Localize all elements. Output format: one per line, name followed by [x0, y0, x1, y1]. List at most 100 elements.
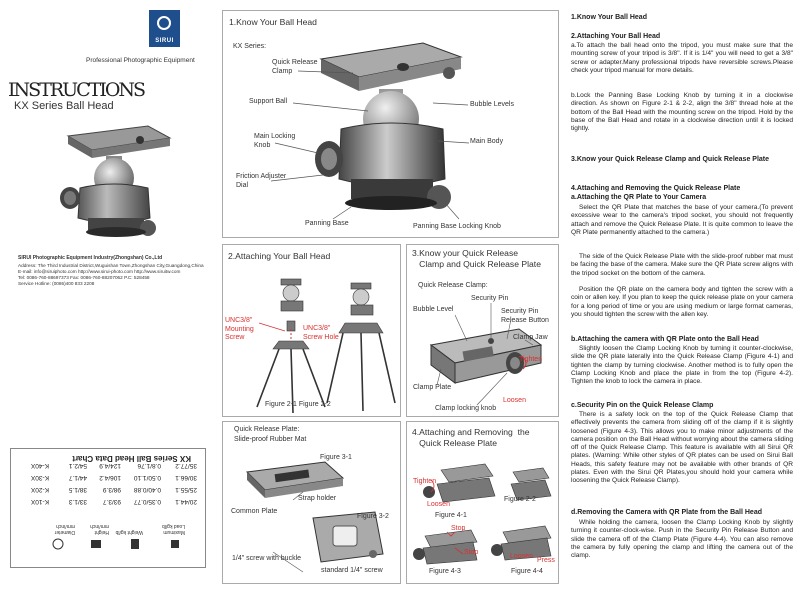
- data-chart-cell: 20/44.1: [175, 498, 197, 505]
- panel-attaching: 2.Attaching Your Ball Head UNC3/8" Mount…: [222, 244, 401, 417]
- header-height: Height mm/inch: [90, 523, 109, 535]
- tripod-diagram: [256, 278, 396, 414]
- data-chart-cell: 98/3.9: [102, 486, 121, 493]
- data-chart-table: KX Series Ball Head Data Chart Diameter …: [10, 448, 206, 568]
- label-fig31: Figure 3-1: [320, 454, 352, 461]
- instructions-heading: INSTRUCTIONS: [8, 79, 146, 101]
- label-press: Press: [537, 557, 555, 564]
- qr-plate-sublabel: Quick Release Plate:: [234, 426, 300, 433]
- label-fig32: Figure 3-2: [357, 513, 389, 520]
- label-main-body: Main Body: [470, 138, 504, 145]
- label-qr-clamp: Quick Release Clamp: [272, 59, 318, 75]
- panel-qr-clamp: 3.Know your Quick Release Clamp and Quic…: [406, 244, 559, 417]
- data-chart-row: K-30X 44/1.7 106/4.2 0.50/1.10 30/66.1: [13, 471, 201, 481]
- label-security-release-button: Security Pin Release Button: [501, 308, 549, 324]
- data-chart-cell: 93/3.7: [102, 498, 121, 505]
- data-chart-cell: 35/77.2: [175, 462, 197, 469]
- data-chart-row: K-20X 38/1.5 98/3.9 0.40/0.88 25/55.1: [13, 483, 201, 493]
- data-chart-cell: K-30X: [30, 474, 49, 481]
- label-loosen-2: Loosen: [427, 501, 450, 508]
- data-chart-cell: 44/1.7: [68, 474, 87, 481]
- series-title: KX Series Ball Head: [14, 100, 114, 112]
- data-chart-cell: 106/4.2: [99, 474, 121, 481]
- para-4c: There is a safety lock on the top of the…: [571, 411, 793, 485]
- para-4a-3: Position the QR plate on the camera body…: [571, 286, 793, 318]
- kx-series-label: KX Series:: [233, 43, 267, 50]
- data-chart-cell: 54/2.1: [68, 462, 87, 469]
- para-4a-2: The side of the Quick Release Plate with…: [571, 253, 793, 277]
- label-unc38-screw-hole: UNC3/8" Screw Hole: [303, 325, 339, 341]
- qr-plate-diagram: [245, 461, 384, 573]
- label-bubble-levels: Bubble Levels: [470, 101, 514, 108]
- label-fig44: Figure 4-4: [511, 568, 543, 575]
- label-panning-lock-knob: Panning Base Locking Knob: [413, 223, 501, 230]
- heading-attach-camera-head: b.Attaching the camera with QR Plate ont…: [571, 336, 759, 343]
- label-bubble-level: Bubble Level: [413, 306, 454, 313]
- company-hotline: Service Hotline: (0086)400 833 2208: [18, 281, 95, 286]
- panel5-title: 4.Attaching and Removing the Quick Relea…: [412, 427, 530, 448]
- para-4d: While holding the camera, loosen the Cla…: [571, 519, 793, 560]
- panel2-title: 2.Attaching Your Ball Head: [228, 251, 331, 261]
- heading-know-ball-head: 1.Know Your Ball Head: [571, 14, 647, 21]
- data-chart-cell: K-20X: [30, 486, 49, 493]
- company-phone: Tel: 0086-760-88697373 Fax: 0086-760-882…: [18, 275, 150, 280]
- panel-qr-plate: Quick Release Plate: Slide-proof Rubber …: [222, 421, 401, 584]
- data-chart-cell: K-40X: [30, 462, 49, 469]
- header-max-load: Maximum Load kg/lb: [161, 523, 185, 535]
- ball-head-diagram: [270, 42, 470, 220]
- label-fig42: Figure 2-2: [504, 496, 536, 503]
- data-chart-cell: 33/1.3: [68, 498, 87, 505]
- heading-security-pin: c.Security Pin on the Quick Release Clam…: [571, 402, 714, 409]
- label-standard-screw: standard 1/4" screw: [321, 567, 383, 574]
- qr-clamp-sublabel: Quick Release Clamp:: [418, 282, 488, 289]
- label-fig43: Figure 4-3: [429, 568, 461, 575]
- heading-qr-clamp-plate: 3.Know your Quick Release Clamp and Quic…: [571, 156, 770, 163]
- heading-attach-remove: 4.Attaching and Removing the Quick Relea…: [571, 185, 741, 192]
- label-fig41: Figure 4-1: [435, 512, 467, 519]
- header-weight: Weight kg/lb: [115, 529, 143, 535]
- data-chart-cell: 0.50/1.10: [133, 474, 161, 481]
- panel1-title: 1.Know Your Ball Head: [229, 17, 317, 27]
- label-clamp-plate: Clamp Plate: [413, 384, 452, 391]
- company-name: SIRUI Photographic Equipment Industry(Zh…: [18, 255, 163, 261]
- tagline: Professional Photographic Equipment: [86, 57, 195, 64]
- logo-mark-icon: [157, 16, 171, 30]
- instructions-text-column: 1.Know Your Ball Head 2.Attaching Your B…: [567, 0, 802, 591]
- para-4a-1: Select the QR Plate that matches the bas…: [571, 204, 793, 236]
- cover-column: SIRUI Professional Photographic Equipmen…: [0, 0, 212, 591]
- label-clamp-jaw: Clamp Jaw: [513, 334, 548, 341]
- panel3-title: 3.Know your Quick Release Clamp and Quic…: [412, 248, 541, 269]
- para-attaching-b: b.Lock the Panning Base Locking Knob by …: [571, 92, 793, 133]
- company-address: Address: The Third Industrial District,W…: [18, 263, 204, 268]
- data-chart-cell: 124/4.9: [99, 462, 121, 469]
- header-diameter: Diameter mm/inch: [54, 523, 75, 535]
- qr-clamp-diagram: [429, 303, 543, 406]
- data-chart-cell: 25/55.1: [175, 486, 197, 493]
- heading-attach-qr-camera: a.Attaching the QR Plate to Your Camera: [571, 194, 707, 201]
- sirui-logo: SIRUI: [149, 10, 180, 47]
- data-chart-cell: 0.40/0.88: [133, 486, 161, 493]
- label-main-locking-knob: Main Locking Knob: [254, 133, 296, 149]
- data-chart-cell: 38/1.5: [68, 486, 87, 493]
- panel-know-ball-head: 1.Know Your Ball Head KX Series: Qu: [222, 10, 559, 238]
- data-chart-cell: K-10X: [30, 498, 49, 505]
- label-support-ball: Support Ball: [249, 98, 288, 105]
- label-rubber-mat: Slide-proof Rubber Mat: [234, 436, 307, 443]
- label-stop-1: Stop: [451, 525, 466, 532]
- data-chart-cell: 30/66.1: [175, 474, 197, 481]
- panel2-caption: Figure 2-1 Figure 2-2: [265, 401, 331, 408]
- label-security-pin: Security Pin: [471, 295, 509, 302]
- panel-attach-remove-plate: 4.Attaching and Removing the Quick Relea…: [406, 421, 559, 584]
- heading-removing-camera: d.Removing the Camera with QR Plate from…: [571, 509, 762, 516]
- ball-head-photo: [60, 125, 172, 237]
- heading-attaching: 2.Attaching Your Ball Head: [571, 33, 661, 40]
- label-loosen: Loosen: [503, 397, 526, 404]
- label-screw-buckle: 1/4" screw with buckle: [232, 555, 302, 562]
- label-tighten-2: Tighten: [413, 478, 437, 485]
- logo-word: SIRUI: [155, 38, 174, 44]
- label-tighten: Tighten: [519, 356, 543, 363]
- label-common-plate: Common Plate: [231, 508, 278, 515]
- company-info: SIRUI Photographic Equipment Industry(Zh…: [18, 255, 208, 287]
